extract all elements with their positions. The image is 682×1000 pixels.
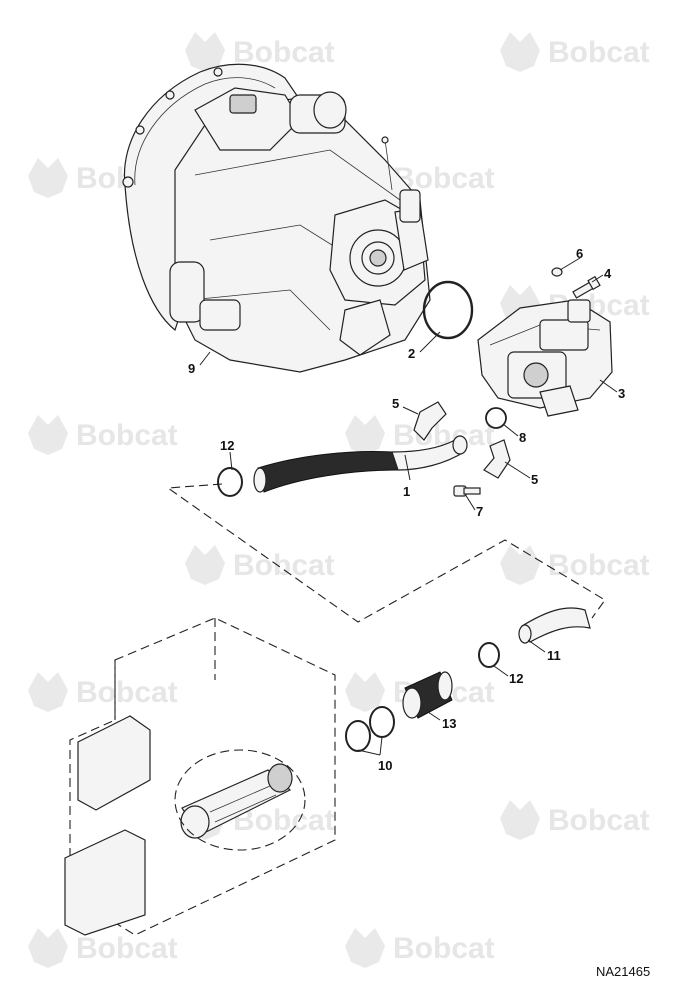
part-12-clamp-upper bbox=[217, 467, 243, 497]
bobcat-head-logo-icon bbox=[500, 545, 540, 585]
watermark: Bobcat bbox=[500, 800, 650, 840]
watermark-text: Bobcat bbox=[548, 804, 650, 837]
watermark: Bobcat bbox=[28, 415, 178, 455]
watermark-text: Bobcat bbox=[393, 932, 495, 965]
callout-5-upper: 5 bbox=[392, 396, 399, 411]
watermark: Bobcat bbox=[345, 415, 495, 455]
watermark: Bobcat bbox=[500, 32, 650, 72]
part-10-clamp-b bbox=[369, 706, 395, 738]
watermark-text: Bobcat bbox=[548, 36, 650, 69]
watermark: Bobcat bbox=[185, 545, 335, 585]
part-9-transmission-housing bbox=[122, 63, 431, 373]
part-1-suction-tube bbox=[253, 435, 468, 493]
callout-2: 2 bbox=[408, 346, 415, 361]
watermark-text: Bobcat bbox=[76, 419, 178, 452]
callout-12-upper: 12 bbox=[220, 438, 234, 453]
hydraulic-tank-phantom bbox=[64, 617, 336, 936]
callout-8: 8 bbox=[519, 430, 526, 445]
callout-12-lower: 12 bbox=[509, 671, 523, 686]
bobcat-head-logo-icon bbox=[345, 672, 385, 712]
part-12-clamp-lower bbox=[478, 642, 500, 668]
bobcat-head-logo-icon bbox=[500, 32, 540, 72]
bobcat-head-logo-icon bbox=[185, 32, 225, 72]
connection-route-line bbox=[166, 483, 606, 623]
part-5-clamp-lower bbox=[483, 439, 511, 479]
bobcat-head-logo-icon bbox=[28, 928, 68, 968]
part-8-o-ring bbox=[485, 407, 507, 429]
bobcat-head-logo-icon bbox=[500, 800, 540, 840]
bobcat-head-logo-icon bbox=[345, 415, 385, 455]
bobcat-head-logo-icon bbox=[185, 545, 225, 585]
watermark: Bobcat bbox=[28, 928, 178, 968]
part-5-clamp-upper bbox=[413, 401, 447, 441]
bobcat-head-logo-icon bbox=[345, 928, 385, 968]
part-4-bolt bbox=[572, 275, 601, 299]
part-13-hose bbox=[402, 671, 453, 719]
watermark: Bobcat bbox=[28, 672, 178, 712]
callout-1: 1 bbox=[403, 484, 410, 499]
callout-9: 9 bbox=[188, 361, 195, 376]
part-2-o-ring bbox=[422, 280, 474, 340]
part-10-clamp-a bbox=[345, 720, 371, 752]
document-id: NA21465 bbox=[596, 964, 650, 979]
part-7-bolt bbox=[453, 485, 481, 497]
part-3-hydraulic-pump bbox=[477, 299, 613, 417]
bobcat-head-logo-icon bbox=[28, 672, 68, 712]
watermark-text: Bobcat bbox=[233, 36, 335, 69]
callouts: 1 2 3 4 5 5 6 7 8 9 10 11 12 12 13 bbox=[188, 246, 625, 773]
leader-lines bbox=[199, 257, 618, 756]
callout-5-lower: 5 bbox=[531, 472, 538, 487]
bobcat-head-logo-icon bbox=[28, 415, 68, 455]
bobcat-head-logo-icon bbox=[28, 158, 68, 198]
watermark-text: Bobcat bbox=[76, 676, 178, 709]
callout-6: 6 bbox=[576, 246, 583, 261]
callout-13: 13 bbox=[442, 716, 456, 731]
watermark: Bobcat bbox=[185, 32, 335, 72]
watermark: Bobcat bbox=[345, 928, 495, 968]
watermark-text: Bobcat bbox=[548, 549, 650, 582]
callout-3: 3 bbox=[618, 386, 625, 401]
watermark-text: Bobcat bbox=[76, 932, 178, 965]
callout-10: 10 bbox=[378, 758, 392, 773]
watermark-text: Bobcat bbox=[233, 549, 335, 582]
callout-7: 7 bbox=[476, 504, 483, 519]
part-6-washer bbox=[551, 267, 563, 277]
callout-11: 11 bbox=[547, 648, 561, 663]
callout-4: 4 bbox=[604, 266, 612, 281]
watermark: Bobcat bbox=[500, 545, 650, 585]
part-11-tube bbox=[518, 607, 591, 644]
